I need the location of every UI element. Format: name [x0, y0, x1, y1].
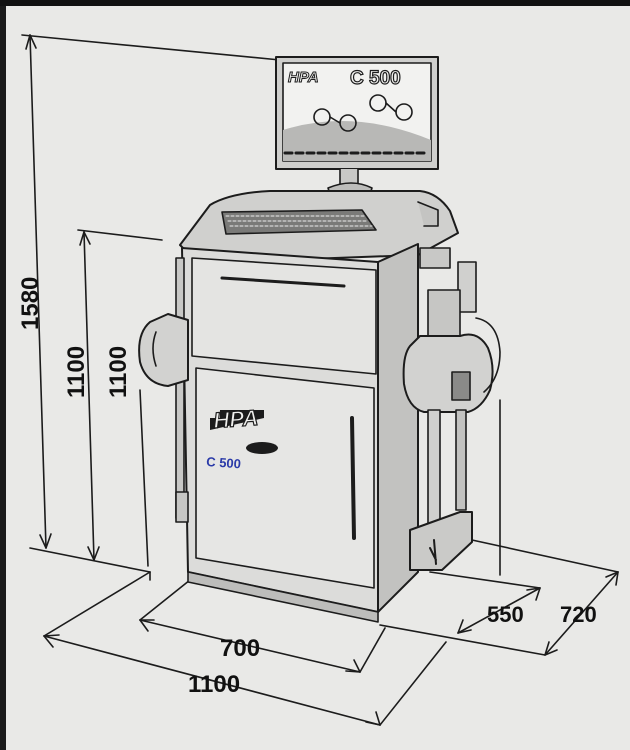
cabinet-body — [181, 243, 419, 623]
cabinet-top — [179, 190, 459, 264]
monitor-logo-text: HPA — [288, 69, 319, 86]
dim-cabinet-width-label: 700 — [220, 635, 260, 662]
door-handle — [350, 416, 356, 540]
dim-cabinet-height-label-a: 1100 — [63, 346, 90, 398]
drawer — [191, 257, 377, 375]
dim-cabinet-height-label-b: 1100 — [105, 346, 132, 398]
dim-total-height-label: 1580 — [17, 277, 44, 330]
monitor — [275, 56, 439, 201]
keyboard — [221, 209, 377, 235]
monitor-logo: HPA C 500 — [288, 67, 402, 89]
cabinet-logo-text: HPA — [213, 405, 259, 433]
cabinet-door — [195, 367, 375, 589]
dim-cabinet-depth-label: 550 — [487, 602, 524, 627]
dim-total-depth-label: 720 — [560, 602, 597, 627]
cabinet-model-text: C 500 — [206, 454, 242, 471]
cabinet-badge-oval — [246, 442, 278, 454]
dim-total-width-label: 1100 — [188, 671, 240, 698]
cabinet-logo: HPA C 500 — [206, 404, 278, 471]
drawer-handle — [220, 276, 346, 288]
dimension-lines — [21, 34, 619, 726]
wheel-aligner-machine — [138, 56, 501, 623]
right-sensor-head — [402, 247, 501, 571]
left-sensor-head — [138, 257, 189, 523]
monitor-model-text: C 500 — [350, 68, 401, 89]
